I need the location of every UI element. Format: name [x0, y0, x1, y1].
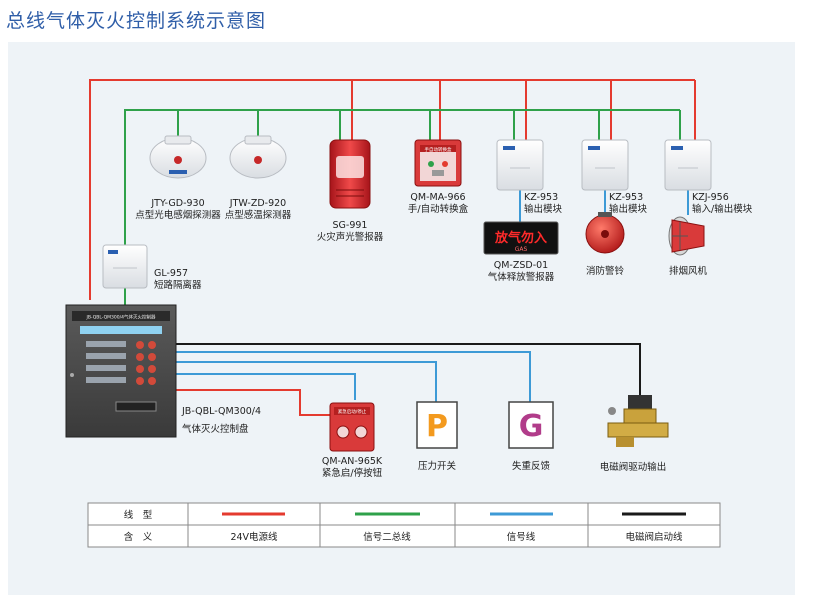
output-module-2-name: 输出模块: [609, 203, 648, 215]
smoke-detector-icon: [149, 135, 207, 179]
output-module-1-name: 输出模块: [524, 203, 563, 215]
weight-feedback-symbol: G: [519, 409, 544, 444]
emergency-button-face-text: 紧急启动/停止: [338, 408, 367, 415]
output-module-2-model: KZ-953: [609, 192, 643, 203]
fire-bell-icon: [585, 212, 625, 254]
isolator-icon: [102, 244, 148, 289]
signal-wires: [176, 190, 689, 402]
fire-bell-name: 消防警铃: [586, 265, 625, 277]
legend-table: 线 型 含 义 24V电源线 信号二总线 信号线 电磁阀启动线: [87, 502, 721, 548]
valve-wire: [176, 343, 641, 395]
legend-meaning-signal: 信号线: [507, 531, 536, 543]
io-module-model: KZJ-956: [692, 192, 729, 203]
solenoid-valve-name: 电磁阀驱动输出: [600, 461, 667, 473]
bus-wires: [124, 109, 681, 305]
control-panel-icon: JB-QBL-QM300/4气体灭火控制器: [65, 304, 177, 438]
io-module-name: 输入/输出模块: [692, 203, 753, 215]
smoke-detector-model: JTY-GD-930: [150, 198, 204, 209]
pressure-switch-symbol: P: [426, 409, 448, 444]
weight-feedback-name: 失重反馈: [512, 460, 551, 472]
sound-light-alarm-name: 火灾声光警报器: [317, 231, 384, 243]
control-panel-name: 气体灭火控制盘: [182, 423, 249, 435]
sound-light-alarm-icon: [329, 139, 371, 209]
control-panel-model: JB-QBL-QM300/4: [181, 406, 261, 417]
sound-light-alarm-model: SG-991: [333, 220, 368, 231]
weight-feedback-icon: G: [508, 401, 554, 449]
control-panel-face-title: JB-QBL-QM300/4气体灭火控制器: [86, 314, 156, 321]
legend-meaning-bus: 信号二总线: [363, 531, 411, 543]
smoke-detector-name: 点型光电感烟探测器: [135, 209, 221, 221]
power-wires: [89, 79, 696, 416]
output-module-2-icon: [581, 139, 629, 191]
release-alarm-model: QM-ZSD-01: [494, 260, 548, 271]
io-module-icon: [664, 139, 712, 191]
manual-switch-box-model: QM-MA-966: [410, 192, 465, 203]
manual-switch-box-icon: 手自动转换盒: [414, 139, 462, 187]
release-alarm-icon: 放气勿入 GAS: [483, 221, 559, 255]
emergency-button-name: 紧急启/停按钮: [322, 467, 383, 479]
isolator-model: GL-957: [154, 268, 188, 279]
heat-detector-icon: [229, 135, 287, 179]
exhaust-fan-name: 排烟风机: [669, 265, 708, 277]
manual-switch-box-name: 手/自动转换盒: [408, 203, 469, 215]
release-alarm-sign-text: 放气勿入: [494, 230, 547, 246]
legend-meaning-valve: 电磁阀启动线: [625, 531, 683, 543]
release-alarm-sign-sub: GAS: [515, 246, 528, 253]
emergency-button-model: QM-AN-965K: [322, 456, 383, 467]
emergency-button-icon: 紧急启动/停止: [329, 402, 375, 452]
solenoid-valve-icon: [607, 395, 669, 447]
isolator-name: 短路隔离器: [154, 279, 202, 291]
release-alarm-name: 气体释放警报器: [488, 271, 555, 283]
pressure-switch-icon: P: [416, 401, 458, 449]
manual-switch-box-face-text: 手自动转换盒: [425, 146, 452, 153]
heat-detector-model: JTW-ZD-920: [229, 198, 286, 209]
legend-row1-header: 线 型: [124, 509, 153, 521]
legend-row2-header: 含 义: [124, 531, 153, 543]
output-module-1-icon: [496, 139, 544, 191]
exhaust-fan-icon: [668, 216, 705, 256]
page-title: 总线气体灭火控制系统示意图: [6, 10, 267, 32]
heat-detector-name: 点型感温探测器: [225, 209, 292, 221]
pressure-switch-name: 压力开关: [418, 460, 457, 472]
output-module-1-model: KZ-953: [524, 192, 558, 203]
legend-meaning-power: 24V电源线: [230, 531, 278, 543]
